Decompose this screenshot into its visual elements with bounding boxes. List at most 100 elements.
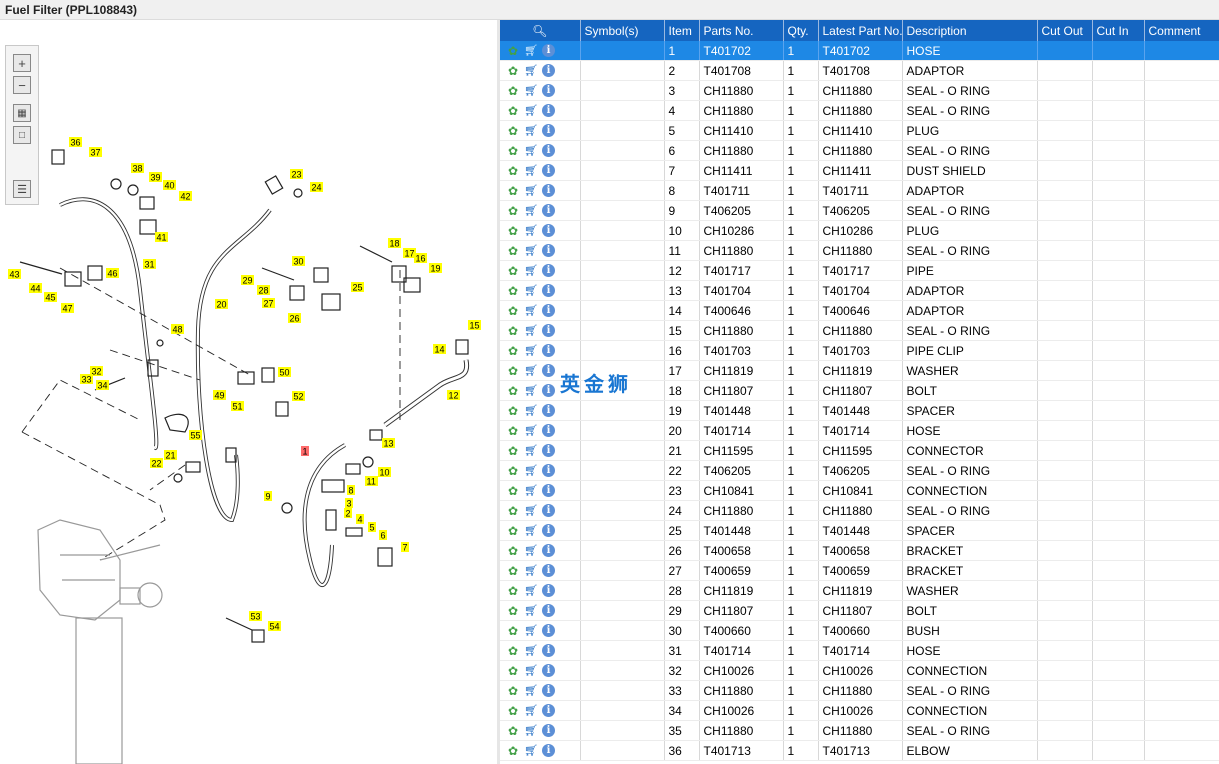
gear-icon[interactable]: ✿ — [507, 403, 519, 418]
gear-icon[interactable]: ✿ — [507, 523, 519, 538]
callout-2[interactable]: 2 — [344, 508, 352, 519]
callout-box[interactable] — [290, 169, 303, 179]
cart-icon[interactable]: 🛒︎ — [524, 445, 538, 457]
info-icon[interactable]: i — [542, 164, 555, 177]
zoom-in-icon[interactable]: + — [13, 54, 31, 72]
callout-box[interactable] — [155, 232, 168, 242]
callout-26[interactable]: 26 — [288, 313, 301, 324]
callout-label[interactable]: 49 — [215, 391, 225, 401]
callout-box[interactable] — [179, 191, 192, 201]
callout-box[interactable] — [29, 283, 42, 293]
callout-label[interactable]: 15 — [470, 321, 480, 331]
callout-box[interactable] — [143, 259, 156, 269]
gear-icon[interactable]: ✿ — [507, 303, 519, 318]
callout-label[interactable]: 2 — [346, 509, 351, 519]
gear-icon[interactable]: ✿ — [507, 103, 519, 118]
callout-box[interactable] — [278, 367, 291, 377]
callout-38[interactable]: 38 — [131, 163, 144, 174]
callout-label[interactable]: 52 — [294, 392, 304, 402]
callout-label[interactable]: 6 — [381, 531, 386, 541]
column-header-cut-in[interactable]: Cut In — [1092, 20, 1145, 41]
callout-label[interactable]: 4 — [358, 515, 363, 525]
callout-17[interactable]: 17 — [403, 248, 416, 259]
callout-33[interactable]: 33 — [80, 374, 93, 385]
callout-label[interactable]: 25 — [353, 283, 363, 293]
callout-label[interactable]: 53 — [251, 612, 261, 622]
callout-box[interactable] — [69, 137, 82, 147]
callout-box[interactable] — [215, 299, 228, 309]
callout-label[interactable]: 21 — [166, 451, 176, 461]
callout-36[interactable]: 36 — [69, 137, 82, 148]
callout-29[interactable]: 29 — [241, 275, 254, 286]
cart-icon[interactable]: 🛒︎ — [524, 105, 538, 117]
callout-4[interactable]: 4 — [356, 514, 364, 525]
callout-box[interactable] — [96, 380, 109, 390]
callout-box[interactable] — [382, 438, 395, 448]
gear-icon[interactable]: ✿ — [507, 723, 519, 738]
callout-50[interactable]: 50 — [278, 367, 291, 378]
cart-icon[interactable]: 🛒︎ — [524, 305, 538, 317]
callout-label[interactable]: 23 — [292, 170, 302, 180]
info-icon[interactable]: i — [542, 484, 555, 497]
callout-41[interactable]: 41 — [155, 232, 168, 243]
column-header-symbols[interactable]: Symbol(s) — [580, 20, 665, 41]
column-header-cut-out[interactable]: Cut Out — [1037, 20, 1093, 41]
callout-box[interactable] — [292, 256, 305, 266]
toggle-panel-icon[interactable]: ☰ — [13, 180, 31, 198]
info-icon[interactable]: i — [542, 124, 555, 137]
callout-18[interactable]: 18 — [388, 238, 401, 249]
callout-box[interactable] — [447, 390, 460, 400]
callout-label[interactable]: 50 — [280, 368, 290, 378]
cart-icon[interactable]: 🛒︎ — [524, 605, 538, 617]
info-icon[interactable]: i — [542, 364, 555, 377]
fit-all-icon[interactable]: ▦ — [13, 104, 31, 122]
info-icon[interactable]: i — [542, 104, 555, 117]
callout-label[interactable]: 18 — [390, 239, 400, 249]
callout-label[interactable]: 22 — [152, 459, 162, 469]
gear-icon[interactable]: ✿ — [507, 363, 519, 378]
callout-53[interactable]: 53 — [249, 611, 262, 622]
cart-icon[interactable]: 🛒︎ — [524, 185, 538, 197]
callout-box[interactable] — [264, 491, 272, 501]
gear-icon[interactable]: ✿ — [507, 243, 519, 258]
callout-21[interactable]: 21 — [164, 450, 177, 461]
callout-label[interactable]: 3 — [347, 499, 352, 509]
callout-box[interactable] — [351, 282, 364, 292]
info-icon[interactable]: i — [542, 264, 555, 277]
gear-icon[interactable]: ✿ — [507, 483, 519, 498]
info-icon[interactable]: i — [542, 244, 555, 257]
callout-16[interactable]: 16 — [414, 253, 427, 264]
callout-label[interactable]: 55 — [191, 431, 201, 441]
callout-label[interactable]: 41 — [157, 233, 167, 243]
callout-54[interactable]: 54 — [268, 621, 281, 632]
callout-label[interactable]: 46 — [108, 269, 118, 279]
cart-icon[interactable]: 🛒︎ — [524, 45, 538, 57]
callout-box[interactable] — [388, 238, 401, 248]
callout-51[interactable]: 51 — [231, 401, 244, 412]
callout-box[interactable] — [310, 182, 323, 192]
callout-44[interactable]: 44 — [29, 283, 42, 294]
gear-icon[interactable]: ✿ — [507, 443, 519, 458]
callout-7[interactable]: 7 — [401, 542, 409, 553]
callout-52[interactable]: 52 — [292, 391, 305, 402]
callout-48[interactable]: 48 — [171, 324, 184, 335]
callout-box[interactable] — [163, 180, 176, 190]
cart-icon[interactable]: 🛒︎ — [524, 665, 538, 677]
gear-icon[interactable]: ✿ — [507, 383, 519, 398]
callout-label[interactable]: 12 — [449, 391, 459, 401]
info-icon[interactable]: i — [542, 444, 555, 457]
callout-32[interactable]: 32 — [90, 366, 103, 377]
callout-box[interactable] — [301, 446, 309, 456]
callout-box[interactable] — [257, 285, 270, 295]
callout-40[interactable]: 40 — [163, 180, 176, 191]
callout-6[interactable]: 6 — [379, 530, 387, 541]
callout-label[interactable]: 13 — [384, 439, 394, 449]
